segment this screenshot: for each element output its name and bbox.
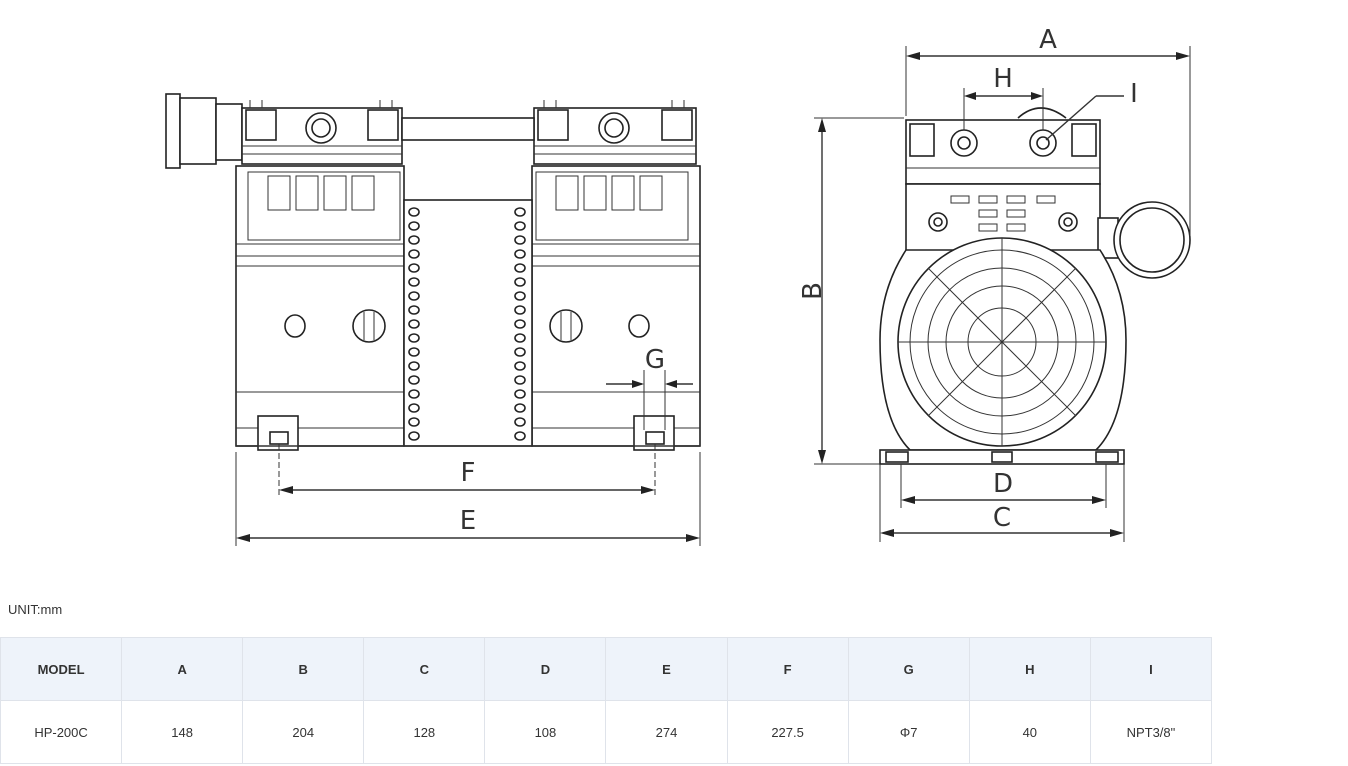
- dim-label-g: G: [645, 345, 665, 375]
- table-header-cell: C: [363, 637, 486, 701]
- pump-side-view: [165, 93, 701, 451]
- table-header-cell: A: [121, 637, 244, 701]
- pump-dimension-drawing: F E G: [165, 25, 1191, 546]
- dim-label-f: F: [461, 458, 476, 488]
- table-header-cell: B: [242, 637, 365, 701]
- table-header-cell: E: [605, 637, 728, 701]
- dim-label-h: H: [993, 64, 1013, 94]
- front-view-dimensions: [814, 46, 1191, 542]
- table-header-cell: H: [968, 637, 1091, 701]
- pump-front-view: [879, 107, 1191, 465]
- unit-label: UNIT:mm: [8, 602, 63, 617]
- table-cell: 148: [121, 700, 244, 764]
- table-cell: 40: [968, 700, 1091, 764]
- dim-label-i: I: [1130, 79, 1138, 109]
- table-cell: 274: [605, 700, 728, 764]
- dim-label-c: C: [993, 503, 1011, 533]
- table-cell: NPT3/8": [1089, 700, 1213, 764]
- table-header-cell: D: [484, 637, 607, 701]
- table-cell: 108: [484, 700, 607, 764]
- dim-label-b: B: [798, 282, 828, 300]
- table-cell: Φ7: [847, 700, 970, 764]
- table-header-row: MODEL A B C D E F G H I: [0, 637, 1213, 701]
- dimension-table: MODEL A B C D E F G H I HP-200C 148 204 …: [0, 637, 1213, 764]
- side-view-dimensions: [235, 370, 701, 546]
- table-header-cell: I: [1089, 637, 1213, 701]
- table-cell: 204: [242, 700, 365, 764]
- dim-label-e: E: [460, 506, 476, 536]
- dim-label-d: D: [993, 469, 1013, 499]
- table-row: HP-200C 148 204 128 108 274 227.5 Φ7 40 …: [0, 700, 1213, 764]
- table-cell: 227.5: [726, 700, 849, 764]
- table-header-cell: F: [726, 637, 849, 701]
- table-header-cell: MODEL: [0, 637, 123, 701]
- dim-label-a: A: [1039, 25, 1057, 55]
- table-cell: 128: [363, 700, 486, 764]
- table-header-cell: G: [847, 637, 970, 701]
- table-cell: HP-200C: [0, 700, 123, 764]
